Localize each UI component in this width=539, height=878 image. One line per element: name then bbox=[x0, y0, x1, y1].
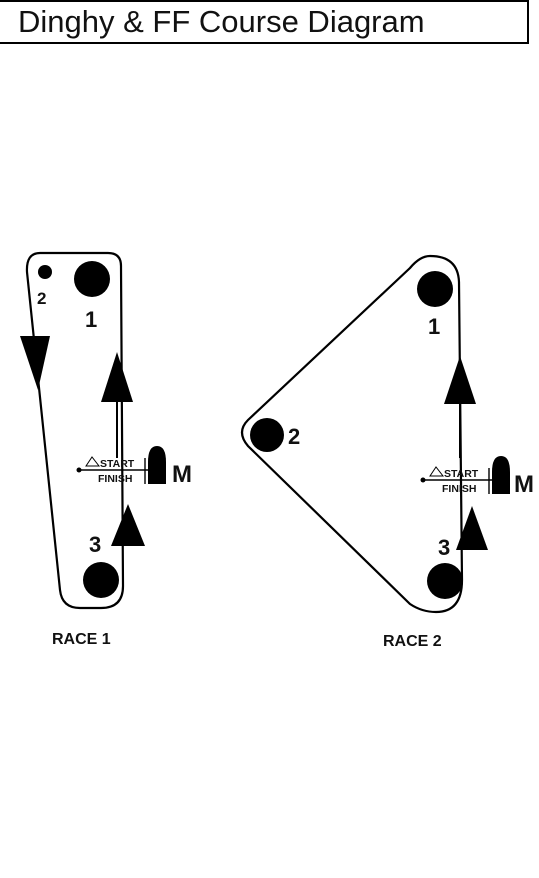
race2-course-outline bbox=[240, 254, 464, 614]
race1-course: 2 1 3 START FINISH M RACE 1 bbox=[20, 251, 192, 648]
race1-mark-3-label: 3 bbox=[89, 532, 101, 557]
race1-committee-boat-icon bbox=[148, 446, 166, 484]
race1-mark-1-label: 1 bbox=[85, 307, 97, 332]
race2-start-label: START bbox=[444, 468, 479, 480]
race2-mark-1-label: 1 bbox=[428, 314, 440, 339]
race2-mark-3-buoy bbox=[427, 563, 463, 599]
race1-mark-3-buoy bbox=[83, 562, 119, 598]
page-title: Dinghy & FF Course Diagram bbox=[0, 0, 529, 44]
race1-mark-2-buoy bbox=[38, 265, 52, 279]
race2-mark-3-label: 3 bbox=[438, 535, 450, 560]
race1-flag-icon bbox=[85, 456, 101, 467]
race1-finish-label: FINISH bbox=[98, 473, 132, 485]
race1-upwind-arrow-bottom bbox=[111, 504, 145, 546]
race1-start-label: START bbox=[100, 458, 135, 470]
race2-mark-2-buoy bbox=[250, 418, 284, 452]
race2-mark-1-buoy bbox=[417, 271, 453, 307]
race2-upwind-arrow-top bbox=[444, 356, 476, 404]
race2-committee-boat-icon bbox=[492, 456, 510, 494]
race1-upwind-arrow-top bbox=[101, 352, 133, 402]
race2-finish-label: FINISH bbox=[442, 483, 476, 495]
race1-downwind-arrow bbox=[20, 336, 50, 390]
race2-flag-icon bbox=[429, 466, 445, 477]
race2-course: 1 2 3 START FINISH M RACE 2 bbox=[240, 254, 534, 650]
race1-course-outline bbox=[25, 251, 125, 610]
race1-start-finish: START FINISH M bbox=[76, 446, 192, 488]
page-title-text: Dinghy & FF Course Diagram bbox=[18, 4, 425, 39]
race2-upwind-arrow-bottom bbox=[456, 506, 488, 550]
race2-start-finish: START FINISH M bbox=[420, 456, 534, 498]
race1-label: RACE 1 bbox=[52, 631, 111, 648]
race1-mark-2-label: 2 bbox=[37, 289, 46, 308]
race1-mark-1-buoy bbox=[74, 261, 110, 297]
race2-committee-label: M bbox=[514, 471, 534, 498]
race1-committee-label: M bbox=[172, 461, 192, 488]
race2-label: RACE 2 bbox=[383, 633, 442, 650]
race2-mark-2-label: 2 bbox=[288, 424, 300, 449]
